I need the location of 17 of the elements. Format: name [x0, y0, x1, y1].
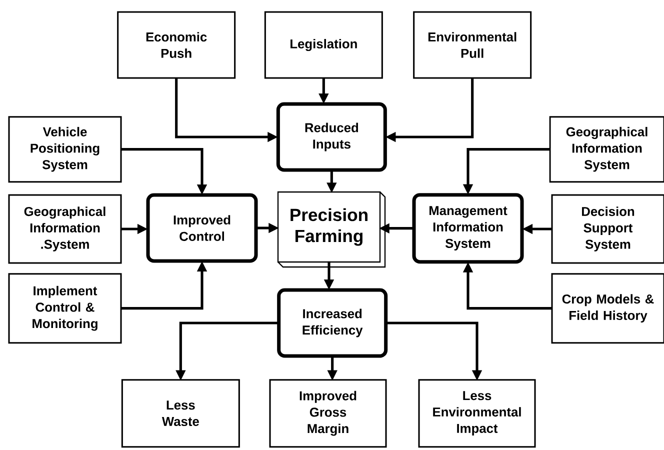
- factor-box: Crop Models & Field History: [551, 273, 664, 344]
- factor-box: Improved Gross Margin: [269, 379, 387, 448]
- factor-box: Geographical Information System: [549, 116, 664, 183]
- outcome-box: Increased Efficiency: [277, 288, 388, 358]
- factor-box: Decision Support System: [551, 194, 664, 264]
- outcome-box: Management Information System: [412, 193, 524, 264]
- central-block: Precision Farming: [277, 191, 386, 268]
- factor-box: Less Waste: [121, 379, 240, 448]
- factor-box: Less Environmental Impact: [418, 379, 536, 448]
- factor-box: Legislation: [264, 11, 383, 79]
- outcome-box: Improved Control: [146, 193, 258, 263]
- factor-box: Vehicle Positioning System: [8, 116, 122, 183]
- factor-box: Environmental Pull: [413, 11, 532, 79]
- factor-box: Geographical Information .System: [8, 194, 122, 264]
- outcome-box: Reduced Inputs: [276, 102, 387, 172]
- factor-box: Economic Push: [117, 11, 236, 79]
- factor-box: Implement Control & Monitoring: [8, 273, 122, 344]
